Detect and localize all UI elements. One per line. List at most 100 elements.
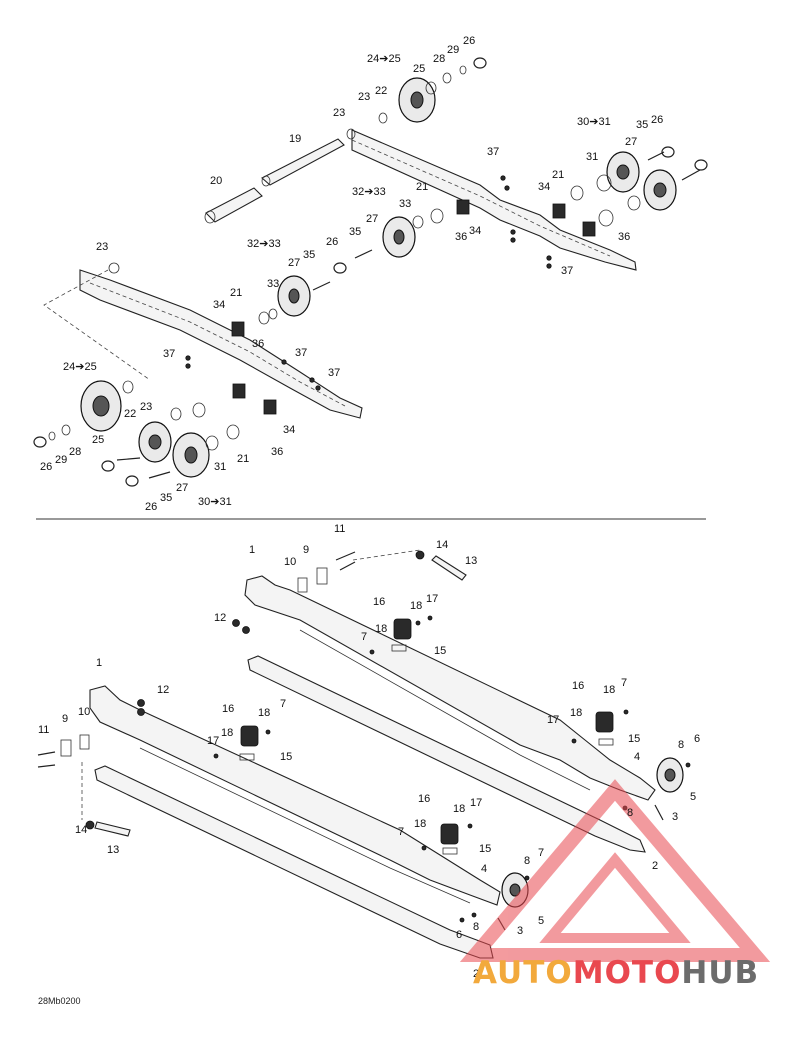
callout-t-35b: 35 bbox=[349, 226, 361, 238]
rail-frame-1-upper bbox=[244, 575, 656, 801]
callout-b-16a: 16 bbox=[373, 596, 385, 608]
callout-t-34a: 34 bbox=[538, 181, 550, 193]
upper-suspension-assembly bbox=[33, 57, 708, 487]
callout-b-14a: 14 bbox=[436, 539, 448, 551]
callout-b-15b: 15 bbox=[628, 733, 640, 745]
end-wheel-5-upper bbox=[656, 757, 684, 793]
callout-t-35c: 35 bbox=[303, 249, 315, 261]
callout-t-36c: 36 bbox=[252, 338, 264, 350]
wheel-30-bottom-b bbox=[172, 432, 210, 478]
idler-wheel-24-top bbox=[398, 77, 436, 123]
callout-b-16d: 16 bbox=[418, 793, 430, 805]
callout-b-16b: 16 bbox=[572, 680, 584, 692]
callout-t-27d: 27 bbox=[176, 482, 188, 494]
shaft-19 bbox=[261, 138, 345, 187]
callout-t-23b: 23 bbox=[333, 107, 345, 119]
callout-b-12b: 12 bbox=[157, 684, 169, 696]
callout-t-37b: 37 bbox=[561, 265, 573, 277]
callout-t-21d: 21 bbox=[237, 453, 249, 465]
callout-b-10b: 10 bbox=[78, 706, 90, 718]
callout-t-29a: 29 bbox=[447, 44, 459, 56]
triangle-logo bbox=[459, 779, 771, 962]
callout-b-18h: 18 bbox=[414, 818, 426, 830]
callout-b-6b: 6 bbox=[456, 929, 462, 941]
callout-b-17d: 17 bbox=[470, 797, 482, 809]
callout-b-15a: 15 bbox=[434, 645, 446, 657]
callout-t-21a: 21 bbox=[552, 169, 564, 181]
callout-t-34c: 34 bbox=[213, 299, 225, 311]
callout-b-15c: 15 bbox=[280, 751, 292, 763]
watermark-part-hub: HUB bbox=[681, 955, 760, 991]
callout-t-19: 19 bbox=[289, 133, 301, 145]
callout-b-2b: 2 bbox=[473, 968, 479, 980]
callout-b-18c: 18 bbox=[603, 684, 615, 696]
callout-b-18d: 18 bbox=[258, 707, 270, 719]
callout-t-23c: 23 bbox=[96, 241, 108, 253]
callout-t-24-25a: 24➔25 bbox=[367, 53, 401, 65]
callout-t-36b: 36 bbox=[618, 231, 630, 243]
callout-b-14b: 14 bbox=[75, 824, 87, 836]
callout-t-25b: 25 bbox=[92, 434, 104, 446]
callout-t-27b: 27 bbox=[366, 213, 378, 225]
callout-b-17a: 17 bbox=[426, 593, 438, 605]
callout-b-7b: 7 bbox=[621, 677, 627, 689]
callout-b-8a: 8 bbox=[678, 739, 684, 751]
callout-b-8d: 8 bbox=[473, 921, 479, 933]
callout-t-29b: 29 bbox=[55, 454, 67, 466]
watermark-part-auto: AUTO bbox=[473, 955, 573, 991]
callout-t-31a: 31 bbox=[586, 151, 598, 163]
callout-t-28b: 28 bbox=[69, 446, 81, 458]
callout-t-34d: 34 bbox=[283, 424, 295, 436]
callout-b-5a: 5 bbox=[690, 791, 696, 803]
rail-frame-1-lower bbox=[89, 685, 501, 906]
upper-frame-bar-right bbox=[351, 129, 637, 271]
callout-b-7d: 7 bbox=[398, 826, 404, 838]
callout-b-18f: 18 bbox=[221, 727, 233, 739]
callout-t-25a: 25 bbox=[413, 63, 425, 75]
callout-t-26a: 26 bbox=[463, 35, 475, 47]
callout-t-37e: 37 bbox=[328, 367, 340, 379]
callout-b-7c: 7 bbox=[280, 698, 286, 710]
callout-b-4a: 4 bbox=[634, 751, 640, 763]
callout-b-1a: 1 bbox=[249, 544, 255, 556]
callout-t-20: 20 bbox=[210, 175, 222, 187]
plates-9-10-11 bbox=[37, 551, 356, 768]
callout-b-9a: 9 bbox=[303, 544, 309, 556]
callout-b-2a: 2 bbox=[652, 860, 658, 872]
callout-t-26b: 26 bbox=[651, 114, 663, 126]
callout-b-18a: 18 bbox=[410, 600, 422, 612]
callout-b-10a: 10 bbox=[284, 556, 296, 568]
callout-b-3b: 3 bbox=[517, 925, 523, 937]
callout-b-12a: 12 bbox=[214, 612, 226, 624]
callout-t-22b: 22 bbox=[124, 408, 136, 420]
callout-t-23a: 23 bbox=[358, 91, 370, 103]
wheel-32-left bbox=[277, 275, 311, 317]
callout-t-35a: 35 bbox=[636, 119, 648, 131]
callout-t-35d: 35 bbox=[160, 492, 172, 504]
callout-b-5b: 5 bbox=[538, 915, 544, 927]
callout-b-17b: 17 bbox=[547, 714, 559, 726]
callout-b-9b: 9 bbox=[62, 713, 68, 725]
callout-t-32-33b: 32➔33 bbox=[247, 238, 281, 250]
callout-b-18b: 18 bbox=[375, 623, 387, 635]
bolts-35-37 bbox=[116, 151, 701, 479]
callout-t-36d: 36 bbox=[271, 446, 283, 458]
callout-t-26d: 26 bbox=[40, 461, 52, 473]
callout-t-23d: 23 bbox=[140, 401, 152, 413]
callout-t-33b: 33 bbox=[267, 278, 279, 290]
callout-t-26c: 26 bbox=[326, 236, 338, 248]
callout-b-11b: 11 bbox=[38, 724, 49, 736]
callout-b-17c: 17 bbox=[207, 735, 219, 747]
callout-t-22a: 22 bbox=[375, 85, 387, 97]
callout-b-13a: 13 bbox=[465, 555, 477, 567]
callout-b-18g: 18 bbox=[453, 803, 465, 815]
wheel-30-bottom-a bbox=[138, 421, 172, 463]
callout-b-7a: 7 bbox=[361, 631, 367, 643]
blocks-34-36 bbox=[231, 199, 596, 415]
callout-b-18e: 18 bbox=[570, 707, 582, 719]
slide-2-upper bbox=[247, 655, 646, 853]
callout-t-26e: 26 bbox=[145, 501, 157, 513]
callout-t-30-31a: 30➔31 bbox=[577, 116, 611, 128]
wheel-30-top-right-b bbox=[643, 169, 677, 211]
